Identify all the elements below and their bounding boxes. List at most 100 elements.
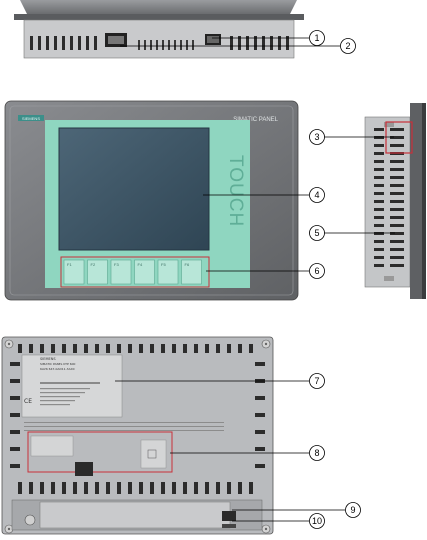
top-vent-slot bbox=[78, 36, 81, 50]
callout-number: 4 bbox=[314, 190, 319, 200]
rear-vent-slot bbox=[205, 482, 209, 494]
ground-screw bbox=[24, 514, 36, 526]
side-vent-slot bbox=[390, 192, 404, 195]
rating-label bbox=[21, 354, 123, 418]
side-vent-slot bbox=[390, 208, 404, 211]
rear-vent-slot bbox=[255, 413, 265, 417]
side-vent-slot bbox=[374, 160, 384, 163]
leader-lines bbox=[115, 37, 395, 522]
top-vent-slot bbox=[254, 36, 257, 50]
callout-number: 9 bbox=[350, 505, 355, 515]
rear-vent-slot bbox=[161, 344, 165, 353]
rear-vent-slot bbox=[84, 482, 88, 494]
rating-text-lines bbox=[24, 388, 224, 431]
fine-print-line bbox=[40, 404, 70, 406]
rear-connector-panel bbox=[39, 501, 231, 529]
side-vent-slot bbox=[390, 224, 404, 227]
top-view bbox=[14, 0, 304, 59]
rear-vent-slot bbox=[150, 482, 154, 494]
top-vent-slot bbox=[150, 40, 152, 50]
side-vent-slot bbox=[374, 152, 384, 155]
siemens-logo-text: SIEMENS bbox=[22, 116, 40, 121]
function-key bbox=[87, 259, 108, 285]
side-vent-slot bbox=[374, 144, 384, 147]
callout-circle bbox=[309, 513, 325, 529]
rear-vent-slot bbox=[139, 344, 143, 353]
rear-vent-slot bbox=[194, 344, 198, 353]
callout-circle bbox=[309, 373, 325, 389]
rear-vent-slot bbox=[227, 482, 231, 494]
function-key-label: F1 bbox=[67, 262, 72, 267]
top-vent-slot bbox=[62, 36, 65, 50]
fine-print-line bbox=[40, 396, 80, 398]
function-key bbox=[110, 259, 132, 285]
side-vent-slot bbox=[374, 248, 384, 251]
top-vent-slot bbox=[86, 36, 89, 50]
rear-vent-slot bbox=[95, 344, 99, 353]
power-connector-inner bbox=[207, 36, 219, 43]
side-vent-slot bbox=[374, 192, 384, 195]
callout-number: 10 bbox=[312, 516, 322, 526]
side-clip-bottom bbox=[384, 276, 394, 281]
connector-label-right bbox=[140, 439, 167, 469]
rear-vent-slot bbox=[117, 482, 121, 494]
rear-vent-slot bbox=[106, 344, 110, 353]
rear-vent-slot bbox=[238, 482, 242, 494]
function-key-label: F4 bbox=[138, 262, 143, 267]
callout-number: 7 bbox=[314, 376, 319, 386]
rear-vent-slot bbox=[10, 362, 20, 366]
side-vent-slot bbox=[390, 144, 404, 147]
rear-vent-slot bbox=[255, 430, 265, 434]
rear-vent-slot bbox=[183, 482, 187, 494]
usb-port-inner bbox=[108, 36, 124, 44]
rating-line1: SIMATIC PANEL KTP 600 bbox=[40, 362, 76, 366]
top-vent-slot bbox=[162, 40, 164, 50]
top-bezel-lip bbox=[14, 14, 304, 20]
function-key-label: F3 bbox=[114, 262, 119, 267]
side-vent-slot bbox=[390, 232, 404, 235]
callout-circle bbox=[309, 263, 325, 279]
rear-vent-slot bbox=[84, 344, 88, 353]
callout-circle bbox=[309, 129, 325, 145]
side-vent-slot bbox=[374, 176, 384, 179]
rear-vent-slot bbox=[216, 482, 220, 494]
rear-vent-slot bbox=[29, 344, 33, 353]
side-vent-slot bbox=[390, 168, 404, 171]
rear-vent-slot bbox=[216, 344, 220, 353]
callout-circle bbox=[309, 30, 325, 46]
rear-vent-slot bbox=[161, 482, 165, 494]
side-bezel-edge bbox=[422, 103, 426, 299]
rear-vent-slot bbox=[10, 464, 20, 468]
rear-vent-slot bbox=[255, 362, 265, 366]
rear-vent-slot bbox=[10, 430, 20, 434]
touch-label: TOUCH bbox=[225, 155, 246, 227]
function-key bbox=[63, 259, 85, 285]
fine-print-line bbox=[24, 426, 224, 427]
fine-print-line bbox=[40, 400, 75, 402]
top-vent-slot bbox=[180, 40, 182, 50]
top-vent-slot bbox=[246, 36, 249, 50]
side-vent-slot bbox=[390, 256, 404, 259]
rear-vent-slot bbox=[139, 482, 143, 494]
top-vent-slot bbox=[156, 40, 158, 50]
side-vent-slot bbox=[390, 136, 404, 139]
function-key bbox=[181, 259, 202, 285]
side-vent-slot bbox=[390, 160, 404, 163]
rear-screws bbox=[4, 339, 271, 534]
vent-highlight bbox=[385, 121, 413, 154]
top-vent-slot bbox=[174, 40, 176, 50]
rear-vent-slot bbox=[172, 482, 176, 494]
side-vent-slot bbox=[374, 184, 384, 187]
rear-vent-slot bbox=[227, 344, 231, 353]
rear-vent-slot bbox=[10, 413, 20, 417]
rear-port bbox=[75, 462, 93, 476]
rear-vent-slot bbox=[172, 344, 176, 353]
side-vent-slot bbox=[390, 176, 404, 179]
rear-vent-slot bbox=[62, 344, 66, 353]
rear-vent-slot bbox=[40, 482, 44, 494]
rear-vent-slot bbox=[183, 344, 187, 353]
rear-vent-slot bbox=[29, 482, 33, 494]
rear-vent-slot bbox=[10, 447, 20, 451]
